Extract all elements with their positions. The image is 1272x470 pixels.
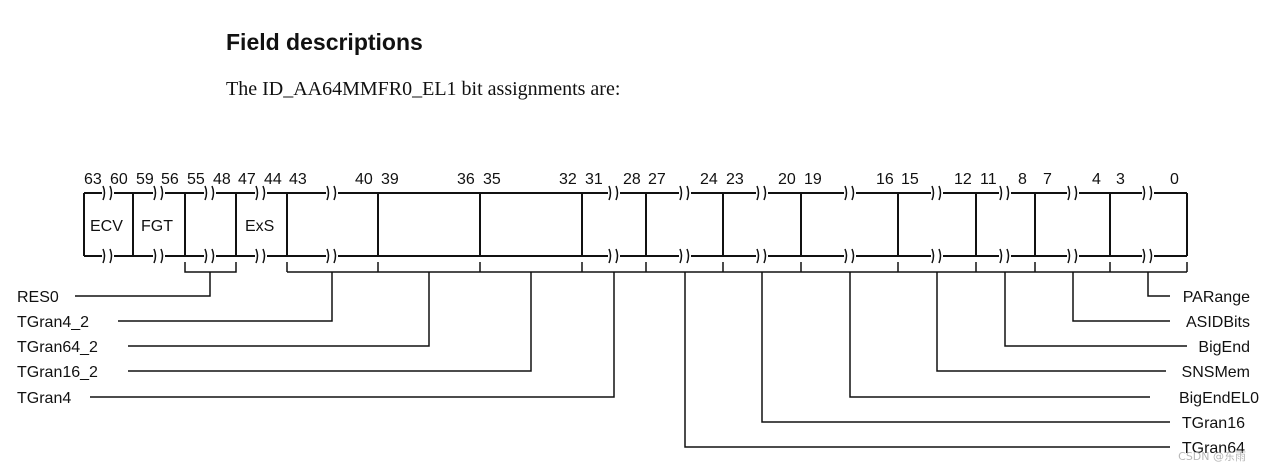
bit-number: 40	[355, 171, 373, 188]
label-bigendel0: BigEndEL0	[1179, 390, 1259, 407]
bit-number: 11	[980, 171, 997, 188]
bit-number: 60	[110, 171, 128, 188]
bit-number: 23	[726, 171, 744, 188]
leader-asidbits	[1072, 272, 1170, 322]
label-asidbits: ASIDBits	[1186, 314, 1250, 331]
bit-number: 4	[1092, 171, 1101, 188]
leader-res0	[75, 272, 211, 297]
intro-text: The ID_AA64MMFR0_EL1 bit assignments are…	[226, 78, 621, 100]
bit-number: 43	[289, 171, 307, 188]
label-tgran16: TGran16	[1182, 415, 1245, 432]
field-ecv: ECV	[90, 218, 123, 235]
bit-number: 19	[804, 171, 822, 188]
label-bigend: BigEnd	[1198, 339, 1250, 356]
bit-number: 44	[264, 171, 282, 188]
bit-number: 12	[954, 171, 972, 188]
bit-number: 55	[187, 171, 205, 188]
label-tgran4-2: TGran4_2	[17, 314, 89, 331]
bit-number: 31	[585, 171, 603, 188]
left-labels: RES0 TGran4_2 TGran64_2 TGran16_2 TGran4	[17, 289, 98, 407]
bit-number: 15	[901, 171, 919, 188]
field-exs: ExS	[245, 218, 274, 235]
bit-number: 7	[1043, 171, 1052, 188]
bit-number: 24	[700, 171, 718, 188]
bit-number: 32	[559, 171, 577, 188]
section-heading: Field descriptions	[226, 29, 423, 55]
bit-number: 16	[876, 171, 894, 188]
bit-number: 3	[1116, 171, 1125, 188]
watermark: CSDN @东雨	[1178, 450, 1246, 463]
bit-number-labels: 63 60 59 56 55 48 47 44 43 40 39 36 35 3…	[84, 171, 1179, 188]
label-tgran4: TGran4	[17, 390, 71, 407]
label-parange: PARange	[1183, 289, 1250, 306]
bit-number: 35	[483, 171, 501, 188]
bit-number: 0	[1170, 171, 1179, 188]
leader-tgran4	[90, 272, 615, 398]
bit-number: 36	[457, 171, 475, 188]
label-tgran16-2: TGran16_2	[17, 364, 98, 381]
field-names: ECV FGT ExS	[90, 218, 274, 235]
leader-lines	[75, 272, 1187, 448]
label-res0: RES0	[17, 289, 59, 306]
break-markers	[102, 185, 1154, 264]
label-tgran64-2: TGran64_2	[17, 339, 98, 356]
leader-bigend	[1004, 272, 1187, 347]
leader-snsmem	[936, 272, 1166, 372]
leader-bigendel0	[849, 272, 1150, 398]
bit-number: 47	[238, 171, 256, 188]
leader-tgran64	[684, 272, 1170, 448]
leader-tgran16	[761, 272, 1170, 423]
bit-number: 27	[648, 171, 666, 188]
bit-number: 20	[778, 171, 796, 188]
label-snsmem: SNSMem	[1182, 364, 1250, 381]
bit-number: 63	[84, 171, 102, 188]
field-fgt: FGT	[141, 218, 173, 235]
bit-number: 8	[1018, 171, 1027, 188]
label-tgran64: TGran64	[1182, 440, 1245, 457]
leader-tgran16-2	[128, 272, 532, 372]
field-brackets	[184, 262, 1188, 273]
bit-number: 59	[136, 171, 154, 188]
bit-number: 28	[623, 171, 641, 188]
bit-number: 39	[381, 171, 399, 188]
leader-tgran4-2	[118, 272, 333, 322]
right-labels: PARange ASIDBits BigEnd SNSMem BigEndEL0…	[1179, 289, 1259, 457]
bit-number: 56	[161, 171, 179, 188]
leader-tgran64-2	[128, 272, 430, 347]
leader-parange	[1147, 272, 1170, 297]
bit-number: 48	[213, 171, 231, 188]
